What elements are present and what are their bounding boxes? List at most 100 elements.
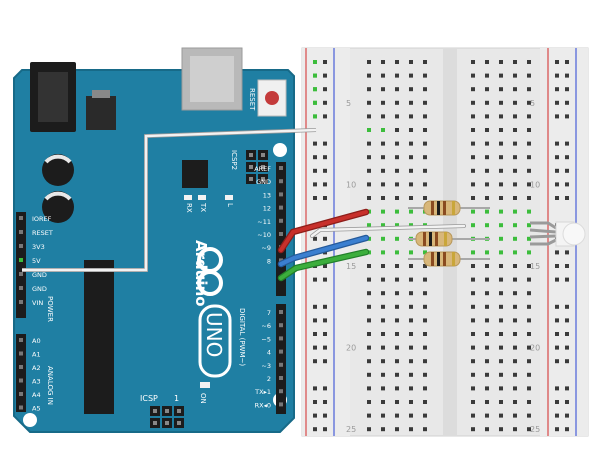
terminal-hole [527,196,531,200]
terminal-hole [513,73,517,78]
terminal-hole [409,209,413,214]
rail-hole [323,345,327,350]
rail-hole [565,413,569,418]
pin-label: GND [256,178,271,186]
terminal-hole [409,291,413,296]
terminal-hole [409,155,413,160]
header-pin [19,351,23,356]
terminal-hole [409,359,413,364]
rail-hole [565,196,569,200]
rail-hole [565,332,569,336]
rail-hole [565,155,569,160]
rail-hole [323,182,327,187]
icsp-pin-metal [153,421,157,425]
rail-hole [323,264,327,268]
row-number: 25 [346,425,356,434]
terminal-hole [381,318,385,323]
terminal-hole [499,100,503,105]
terminal-hole [485,304,489,309]
header-pin [19,286,23,290]
terminal-hole [499,318,503,323]
terminal-hole [395,400,399,404]
icsp2-pin-metal [261,153,265,157]
terminal-hole [381,413,385,418]
terminal-hole [395,114,399,119]
terminal-hole [499,155,503,160]
terminal-hole [513,345,517,350]
header-pin [19,230,23,234]
mount-hole [273,143,287,157]
terminal-hole [471,73,475,78]
pin-label: IOREF [32,215,52,223]
terminal-hole [381,114,385,119]
on-label: ON [199,393,207,404]
rail-hole [555,196,559,200]
terminal-hole [471,372,475,377]
rail-hole [323,87,327,92]
terminal-hole [499,196,503,200]
voltage-regulator [86,96,116,130]
terminal-hole [471,114,475,119]
header-pin [279,402,283,407]
terminal-hole [367,223,371,228]
rail-hole [565,345,569,350]
terminal-hole [423,291,427,296]
terminal-hole [513,250,517,255]
header-pin [279,389,283,394]
terminal-hole [367,155,371,160]
rail-hole [323,100,327,105]
terminal-hole [409,318,413,323]
reset-button-cap[interactable] [265,91,279,105]
terminal-hole [409,141,413,146]
l-label: L [226,203,234,207]
icsp-pin-metal [177,409,181,413]
terminal-hole [499,291,503,296]
terminal-hole [471,182,475,187]
l-led [225,195,233,200]
pin-label: RX◂0 [255,401,271,409]
terminal-hole [423,168,427,173]
terminal-hole [409,427,413,432]
pin-label: A5 [32,405,41,413]
regulator-tab [92,90,110,98]
rail-hole [555,114,559,119]
pin-label: 13 [263,191,271,199]
terminal-hole [527,100,531,105]
terminal-hole [395,236,399,241]
terminal-hole [499,182,503,187]
reset-button[interactable] [257,79,287,117]
tx-led [198,195,206,200]
terminal-hole [395,318,399,323]
terminal-hole [499,209,503,214]
terminal-hole [395,386,399,391]
rail-hole-connected [313,60,317,64]
header-pin [279,362,283,367]
terminal-hole [513,223,517,228]
rail-hole [565,60,569,64]
terminal-hole [471,141,475,146]
analog-label: ANALOG IN [46,366,54,405]
green-wire [279,250,368,280]
terminal-hole [471,264,475,268]
terminal-hole [381,291,385,296]
terminal-hole [423,155,427,160]
terminal-hole [485,168,489,173]
terminal-hole [409,250,413,255]
terminal-hole [423,277,427,282]
terminal-hole [485,100,489,105]
header-pin [279,205,283,210]
rail-hole [555,73,559,78]
terminal-hole [367,413,371,418]
rail-hole [555,413,559,418]
terminal-hole [423,264,427,268]
rail-hole [323,413,327,418]
pin-label: 8 [267,257,271,265]
rail-hole [323,359,327,364]
terminal-hole [499,345,503,350]
pin-label: 12 [263,205,271,213]
rail-hole [565,386,569,391]
terminal-hole [527,60,531,64]
icsp2-label: ICSP2 [230,150,238,170]
terminal-hole [423,400,427,404]
terminal-hole [395,250,399,255]
